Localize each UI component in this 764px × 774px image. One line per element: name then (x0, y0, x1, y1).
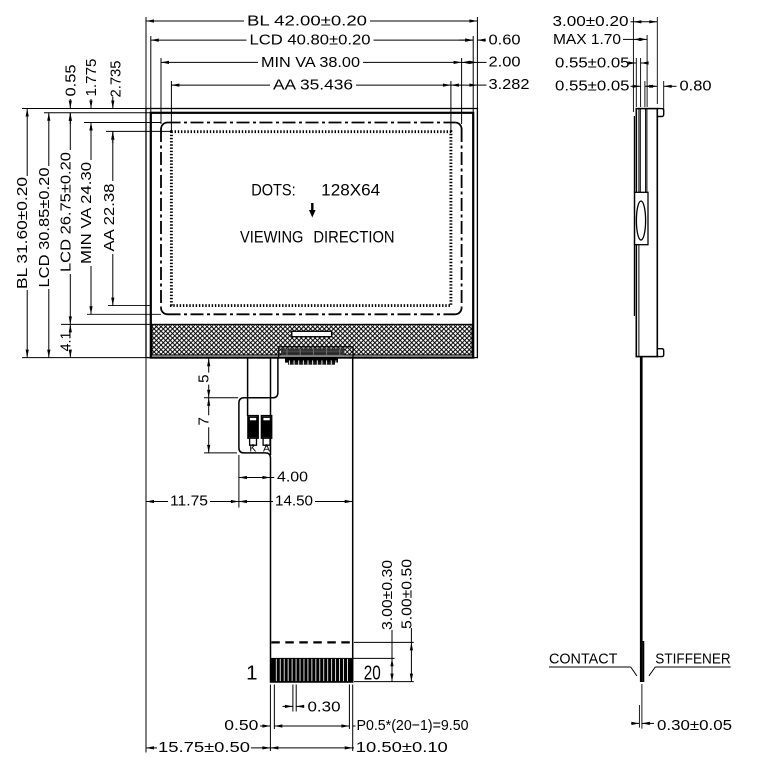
svg-text:VIEWING: VIEWING (240, 227, 303, 246)
svg-text:CONTACT: CONTACT (549, 652, 617, 668)
svg-text:LCD 40.80±0.20: LCD 40.80±0.20 (250, 32, 371, 49)
svg-text:5.00±0.50: 5.00±0.50 (398, 559, 415, 629)
svg-text:15.75±0.50: 15.75±0.50 (158, 739, 250, 756)
svg-text:P0.5*(20−1)=9.50: P0.5*(20−1)=9.50 (357, 717, 469, 734)
svg-text:K: K (249, 442, 256, 454)
svg-text:2.735: 2.735 (107, 61, 124, 98)
svg-text:0.60: 0.60 (489, 31, 521, 48)
svg-text:STIFFENER: STIFFENER (655, 652, 730, 668)
svg-text:LCD 30.85±0.20: LCD 30.85±0.20 (36, 168, 53, 288)
svg-text:DOTS:: DOTS: (251, 181, 296, 200)
svg-text:DIRECTION: DIRECTION (313, 227, 394, 246)
svg-text:AA 35.436: AA 35.436 (273, 77, 353, 94)
svg-text:3.00±0.20: 3.00±0.20 (553, 13, 629, 30)
svg-text:0.80: 0.80 (680, 78, 712, 95)
svg-text:3.282: 3.282 (489, 76, 530, 93)
svg-text:0.55: 0.55 (63, 65, 80, 97)
svg-text:7: 7 (196, 417, 213, 425)
svg-text:BL 42.00±0.20: BL 42.00±0.20 (247, 13, 367, 30)
svg-text:0.55±0.05: 0.55±0.05 (555, 78, 630, 95)
svg-text:MAX 1.70: MAX 1.70 (553, 31, 621, 48)
svg-text:11.75: 11.75 (170, 493, 208, 510)
svg-text:3.00±0.30: 3.00±0.30 (379, 560, 396, 630)
svg-text:1: 1 (246, 662, 257, 685)
svg-text:A: A (263, 442, 270, 454)
svg-text:LCD 26.75±0.20: LCD 26.75±0.20 (57, 152, 74, 272)
svg-text:MIN VA 24.30: MIN VA 24.30 (78, 162, 95, 264)
svg-text:128X64: 128X64 (321, 181, 380, 200)
svg-text:4.00: 4.00 (277, 469, 308, 486)
svg-text:AA 22.38: AA 22.38 (101, 184, 118, 252)
svg-text:0.30±0.05: 0.30±0.05 (657, 717, 732, 734)
svg-text:0.50: 0.50 (224, 717, 258, 734)
svg-text:0.55±0.05: 0.55±0.05 (555, 54, 630, 71)
svg-text:MIN VA 38.00: MIN VA 38.00 (261, 54, 360, 71)
svg-text:BL 31.60±0.20: BL 31.60±0.20 (14, 177, 31, 289)
svg-text:1.775: 1.775 (83, 59, 100, 97)
svg-text:4.1: 4.1 (57, 332, 74, 352)
svg-text:5: 5 (196, 374, 213, 382)
svg-text:20: 20 (364, 662, 381, 685)
svg-text:0.30: 0.30 (308, 699, 341, 716)
svg-text:10.50±0.10: 10.50±0.10 (356, 739, 448, 756)
svg-text:2.00: 2.00 (489, 54, 521, 71)
svg-text:14.50: 14.50 (275, 493, 313, 510)
